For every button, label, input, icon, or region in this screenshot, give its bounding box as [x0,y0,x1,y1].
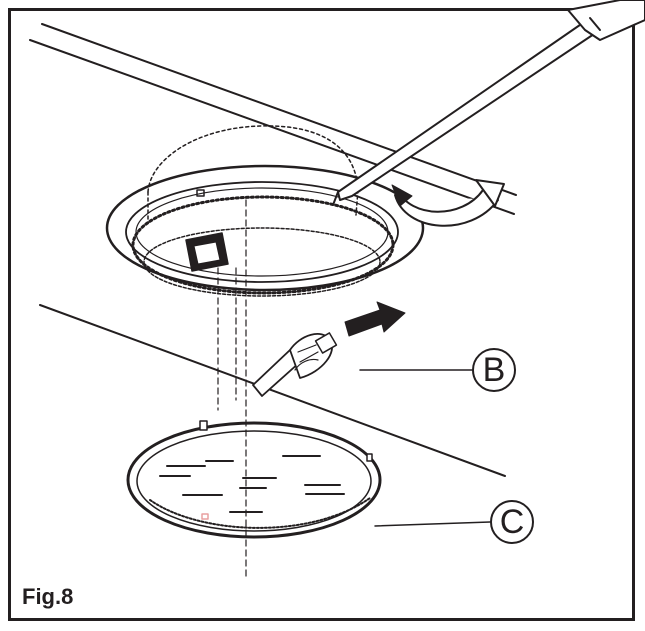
lamp-socket-block [185,232,229,272]
rotation-arrow-icon [391,179,505,227]
cabinet-edge-line-upper [41,23,517,196]
callout-c: C [490,500,534,544]
cover-glass-marker [201,513,209,520]
callout-c-leader [374,521,491,527]
removal-arrow-icon [344,301,406,337]
cover-clip-left [199,420,208,431]
cover-glass-lens [126,420,382,539]
housing-knurled-edge [131,195,395,295]
housing-inner-ring [125,181,399,283]
cabinet-base-line [39,304,506,477]
cover-clip-right [366,453,373,462]
housing-tab [196,189,205,197]
callout-b: B [472,348,516,392]
figure-label: Fig.8 [22,584,74,609]
housing-outer-ring [105,164,425,292]
halogen-bulb-icon [252,332,338,397]
callout-c-letter: C [499,502,525,541]
glass-reflection-marks [159,455,345,513]
centre-lines-dashed [217,199,247,581]
callout-b-letter: B [482,350,506,389]
housing-lower-ring [143,227,381,297]
screwdriver-icon [332,0,645,206]
cabinet-edge-line-lower [29,39,515,215]
housing-glass-edge [135,187,389,277]
